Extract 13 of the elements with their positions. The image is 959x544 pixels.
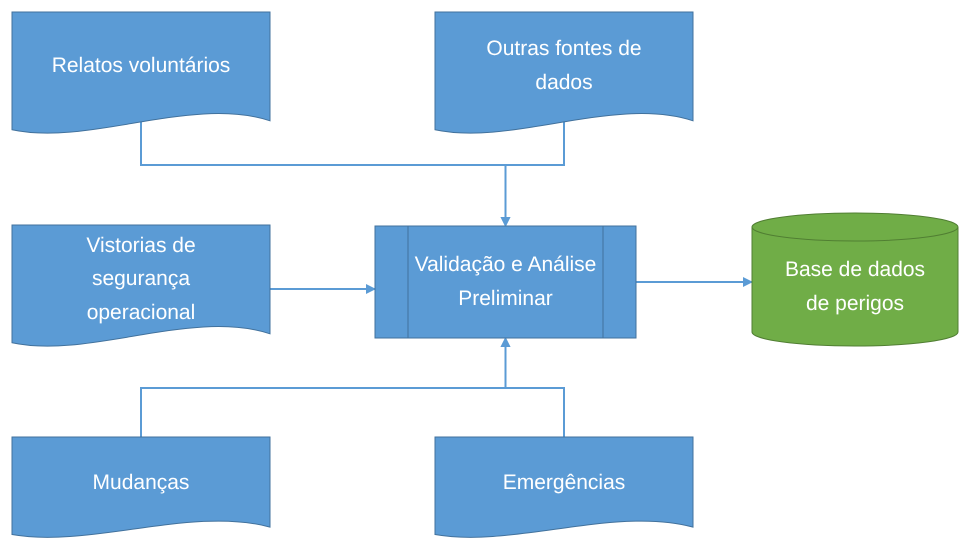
node-text: Base de dados de perigos — [784, 256, 926, 316]
node-text: Outras fontes de dados — [485, 36, 643, 96]
database-cylinder — [752, 213, 958, 346]
process-box — [375, 226, 636, 338]
arrow — [636, 277, 753, 287]
node-text: Relatos voluntários — [52, 53, 230, 80]
node-text: Validação e Análise Preliminar — [414, 252, 598, 312]
node-text: Vistorias de segurança operacional — [85, 232, 197, 326]
node-text: Emergências — [502, 470, 626, 496]
node-text: Mudanças — [92, 470, 190, 496]
arrow — [500, 337, 565, 437]
arrow — [270, 284, 376, 294]
arrow — [500, 122, 565, 227]
